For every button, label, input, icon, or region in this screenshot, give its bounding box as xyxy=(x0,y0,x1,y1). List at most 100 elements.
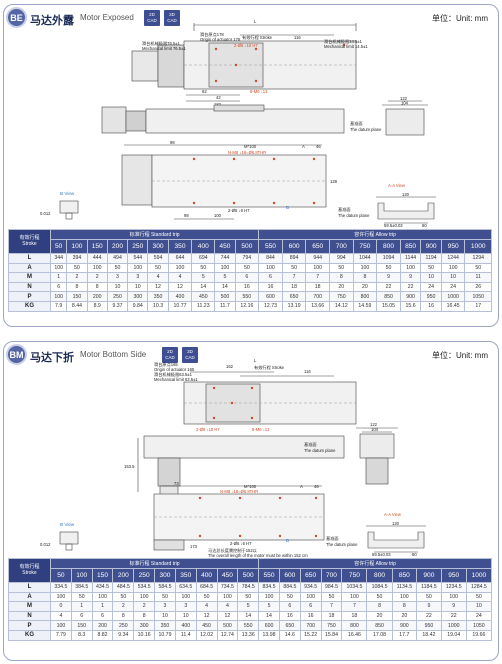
table-cell: 100 xyxy=(49,291,68,302)
table-cell: 4 xyxy=(50,610,72,622)
table-cell: 850 xyxy=(376,291,401,302)
table-cell: 100 xyxy=(391,591,418,603)
stroke-size-cell: 500 xyxy=(234,239,260,254)
table-cell: 10 xyxy=(154,610,176,622)
table-cell: 8 xyxy=(329,272,354,283)
stroke-size-cell: 200 xyxy=(112,568,135,583)
stroke-size-cell: 800 xyxy=(376,239,401,254)
table-cell: 50 xyxy=(278,591,301,603)
table-cell: 550 xyxy=(237,620,260,631)
table-cell: 7 xyxy=(305,272,330,283)
stroke-size-cell: 800 xyxy=(366,568,393,583)
origin-label-cn: 滑台原点178 xyxy=(200,31,224,38)
dim-104: 104 xyxy=(371,427,379,432)
table-cell: 50 xyxy=(195,591,218,603)
stroke-size-cell: 650 xyxy=(305,239,330,254)
table-cell: 8 xyxy=(66,281,88,293)
stroke-size-cell: 550 xyxy=(258,568,280,583)
stroke-label: 有效行程 Stroke xyxy=(242,34,273,41)
stroke-label: 有效行程 Stroke xyxy=(254,364,285,371)
row-key: M xyxy=(8,601,51,612)
dim-98: 98 xyxy=(170,140,175,145)
table-cell: 3 xyxy=(174,601,197,612)
table-cell: 1044 xyxy=(352,253,378,264)
table-cell: 100 xyxy=(341,591,368,603)
cad-3d-button[interactable]: 3D CAD xyxy=(182,347,198,363)
table-cell: 13.98 xyxy=(258,629,280,641)
panel-motor-exposed: BE 马达外露 Motor Exposed 2D CAD 3D CAD 单位：U… xyxy=(3,4,499,327)
stroke-size-cell: 50 xyxy=(49,239,68,254)
dim-60: 60 xyxy=(422,223,427,228)
table-cell: 18.42 xyxy=(416,629,442,641)
mech-left-en: Mechanical limit 76.5±1 xyxy=(142,46,186,51)
table-cell: 300 xyxy=(127,291,149,302)
mech-left-cn: 滑台机械极限76.5±1 xyxy=(142,40,181,47)
mech-right-cn: 滑台机械极限14.5±1 xyxy=(324,38,363,45)
table-cell: 434.5 xyxy=(91,582,114,593)
table-cell: 3 xyxy=(127,272,149,283)
table-cell: 100 xyxy=(127,262,149,274)
origin-label-cn: 滑台原点165 xyxy=(154,361,178,368)
table-cell: 350 xyxy=(147,291,169,302)
datum-label-cn-2: 基准面 xyxy=(338,206,351,213)
group-allow: 容许行程 Allow trip xyxy=(258,558,492,569)
dim-122: 122 xyxy=(400,96,408,101)
table-cell: 950 xyxy=(416,620,442,631)
table-cell: 1050 xyxy=(464,291,492,302)
table-cell: 350 xyxy=(154,620,176,631)
table-cell: 1 xyxy=(70,601,93,612)
table-cell: 6 xyxy=(299,601,322,612)
table-cell: 18 xyxy=(320,610,343,622)
table-cell: 16 xyxy=(234,281,260,293)
table-cell: 11.23 xyxy=(191,300,216,312)
cad-2d-button[interactable]: 2D CAD xyxy=(162,347,178,363)
table-cell: 700 xyxy=(305,291,330,302)
table-cell: 9 xyxy=(416,601,442,612)
table-cell: 100 xyxy=(305,262,330,274)
datum-label-en-2: The datum plane xyxy=(338,213,370,218)
table-cell: 18 xyxy=(305,281,330,293)
table-cell: 11.7 xyxy=(214,300,236,312)
table-cell: 794 xyxy=(234,253,260,264)
table-cell: 14 xyxy=(258,610,280,622)
table-cell: 14 xyxy=(237,610,260,622)
table-cell: 7 xyxy=(281,272,307,283)
stroke-size-cell: 250 xyxy=(133,568,156,583)
dim-120: 120 xyxy=(402,192,410,197)
table-cell: 14 xyxy=(214,281,236,293)
dim-98-bottom: 98 xyxy=(184,213,189,218)
dim-116: 116 xyxy=(304,369,311,374)
panel-motor-bottom-side: BM 马达下折 Motor Bottom Side 2D CAD 3D CAD … xyxy=(3,341,499,661)
cad-3d-button[interactable]: 3D CAD xyxy=(164,10,180,26)
table-cell: 11 xyxy=(464,272,492,283)
dim-153-5: 153.5 xyxy=(124,464,135,469)
row-key: P xyxy=(8,620,51,631)
table-cell: 50 xyxy=(464,262,492,274)
unit-label: 单位：Unit: mm xyxy=(432,351,488,360)
table-cell: 934.5 xyxy=(299,582,322,593)
table-cell: 1034.5 xyxy=(341,582,368,593)
table-cell: 18 xyxy=(281,281,307,293)
table-cell: 1294 xyxy=(464,253,492,264)
table-cell: 100 xyxy=(214,262,236,274)
table-cell: 22 xyxy=(376,281,401,293)
table-cell: 12.16 xyxy=(234,300,260,312)
table-cell: 900 xyxy=(399,291,422,302)
table-cell: 1244 xyxy=(440,253,466,264)
table-cell: 16 xyxy=(278,610,301,622)
table-cell: 6 xyxy=(49,281,68,293)
stroke-size-cell: 150 xyxy=(91,568,114,583)
table-cell: 14.6 xyxy=(278,629,301,641)
table-cell: 200 xyxy=(91,620,114,631)
table-cell: 17.08 xyxy=(366,629,393,641)
table-cell: 6 xyxy=(91,610,114,622)
a-a-view-label: A-A View xyxy=(384,512,402,517)
table-cell: 100 xyxy=(440,591,467,603)
cad-2d-button[interactable]: 2D CAD xyxy=(144,10,160,26)
dim-104: 104 xyxy=(401,101,409,106)
table-cell: 13.19 xyxy=(281,300,307,312)
b-view-label: B View xyxy=(60,191,75,196)
table-cell: 950 xyxy=(420,291,442,302)
table-cell: 100 xyxy=(174,591,197,603)
